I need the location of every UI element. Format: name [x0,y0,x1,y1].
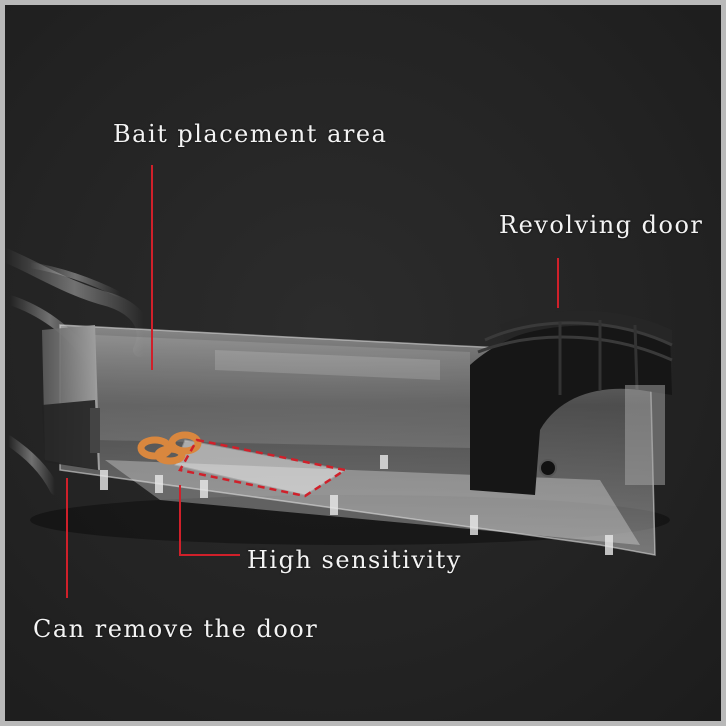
label-revolving-door: Revolving door [499,211,704,239]
label-high-sensitivity: High sensitivity [247,546,462,574]
removable-door [42,325,100,470]
bait [137,431,202,465]
callout-lines [66,165,559,598]
revolving-door [470,310,673,495]
label-bait-placement: Bait placement area [113,120,388,148]
label-remove-door: Can remove the door [33,615,319,643]
